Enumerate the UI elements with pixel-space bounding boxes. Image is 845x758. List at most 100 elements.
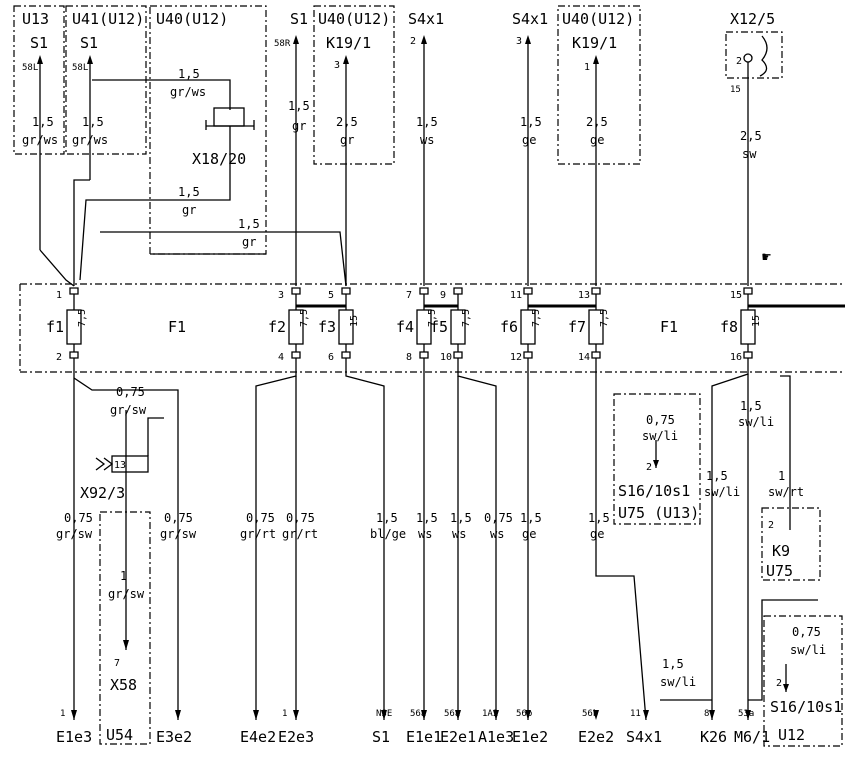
- wire-size-4: 1,5: [178, 185, 200, 199]
- fusebox-name-left: F1: [168, 318, 186, 336]
- terminal-pin: 53a: [738, 709, 754, 719]
- fuse-pin-bottom: 12: [510, 352, 522, 363]
- terminal-pin: 1: [282, 709, 287, 719]
- bwire-size-13: 0,75: [646, 413, 675, 427]
- fuse-pin-top: 15: [730, 290, 742, 301]
- pin-2x: 2: [736, 56, 742, 67]
- terminal-pin: 1: [60, 709, 65, 719]
- component-s16a: S16/10s1: [618, 482, 690, 500]
- bwire-color-6: gr/rt: [282, 527, 318, 541]
- bwire-size-1: 0,75: [116, 385, 145, 399]
- component-x92: X92/3: [80, 484, 125, 502]
- module-box-u40-mid: [313, 5, 395, 165]
- bwire-size-3: 1: [120, 569, 127, 583]
- fuse-pin-bottom: 10: [440, 352, 452, 363]
- terminal-label: E3e2: [156, 728, 192, 746]
- k9-pin: 2: [768, 520, 774, 531]
- bwire-size-9: 1,5: [450, 511, 472, 525]
- fuse-pin-top: 3: [278, 290, 284, 301]
- label-u40-right: U40(U12): [562, 10, 634, 28]
- wire-color-9: ge: [522, 133, 536, 147]
- bwire-size-10: 0,75: [484, 511, 513, 525]
- pin-3: 3: [334, 60, 340, 71]
- bwire-size-5: 0,75: [246, 511, 275, 525]
- terminal-label: E1e2: [512, 728, 548, 746]
- bwire-color-13: sw/li: [642, 429, 678, 443]
- terminal-label: K26: [700, 728, 727, 746]
- terminal-pin: 1A2: [482, 709, 498, 719]
- fuse-rating: 7,5: [531, 309, 542, 327]
- wire-size-9: 1,5: [520, 115, 542, 129]
- fuse-pin-bottom: 16: [730, 352, 742, 363]
- bwire-color-5: gr/rt: [240, 527, 276, 541]
- wire-size-3: 1,5: [178, 67, 200, 81]
- fuse-pin-top: 7: [406, 290, 412, 301]
- fuse-pin-bottom: 4: [278, 352, 284, 363]
- fuse-id: f3: [318, 318, 336, 336]
- module-box-u13: [13, 5, 65, 155]
- bwire-color-17: sw/li: [704, 485, 740, 499]
- component-k19-b: K19/1: [572, 34, 617, 52]
- bwire-size-14: 1,5: [662, 657, 684, 671]
- wire-color-11: sw: [742, 147, 757, 161]
- terminal-label: A1e3: [478, 728, 514, 746]
- fuse-id: f5: [430, 318, 448, 336]
- bwire-color-18: sw/li: [790, 643, 826, 657]
- bottom-wiring: [71, 358, 843, 747]
- fuse-rating: 7,5: [77, 309, 88, 327]
- component-s1-u41: S1: [80, 34, 98, 52]
- module-box-u40-right: [557, 5, 641, 165]
- fuse-pin-top: 11: [510, 290, 522, 301]
- fuse-pin-top: 5: [328, 290, 334, 301]
- pin-58l-a: 58L: [22, 63, 38, 73]
- wire-color-1: gr/ws: [22, 133, 58, 147]
- fuse-pin-bottom: 2: [56, 352, 62, 363]
- wire-size-2: 1,5: [82, 115, 104, 129]
- wire-color-2: gr/ws: [72, 133, 108, 147]
- fuse-pin-top: 9: [440, 290, 446, 301]
- wire-size-5: 1,5: [238, 217, 260, 231]
- wire-color-4: gr: [182, 203, 196, 217]
- terminal-pin: 8: [704, 709, 709, 719]
- wire-color-7: gr: [340, 133, 354, 147]
- terminal-e4e2: E4e2: [240, 728, 276, 746]
- label-u40-left: U40(U12): [156, 10, 228, 28]
- bwire-color-9: ws: [452, 527, 466, 541]
- x92-pin: 13: [114, 460, 126, 471]
- wire-size-11: 2,5: [740, 129, 762, 143]
- fuse-rating: 15: [751, 315, 762, 327]
- label-s4x1-a: S4x1: [408, 10, 444, 28]
- terminal-label: M6/1: [734, 728, 770, 746]
- fuse-id: f4: [396, 318, 414, 336]
- label-x12: X12/5: [730, 10, 775, 28]
- fuse-pin-top: 1: [56, 290, 62, 301]
- bwire-size-16: 1: [778, 469, 785, 483]
- fuse-rating: 15: [349, 315, 360, 327]
- bwire-color-10: ws: [490, 527, 504, 541]
- terminal-label: E1e3: [56, 728, 92, 746]
- fusebox-name-right: F1: [660, 318, 678, 336]
- terminal-label: E4e2: [240, 728, 276, 746]
- module-box-u54: [99, 511, 151, 745]
- bwire-color-16: sw/rt: [768, 485, 804, 499]
- bwire-size-18: 0,75: [792, 625, 821, 639]
- terminal-label: S1: [372, 728, 390, 746]
- bwire-color-8: ws: [418, 527, 432, 541]
- note-hand-icon: ☛: [762, 248, 771, 266]
- fuse-id: f2: [268, 318, 286, 336]
- wire-size-10: 2,5: [586, 115, 608, 129]
- fuse-id: f8: [720, 318, 738, 336]
- component-u54: U54: [106, 726, 133, 744]
- label-u40-mid: U40(U12): [318, 10, 390, 28]
